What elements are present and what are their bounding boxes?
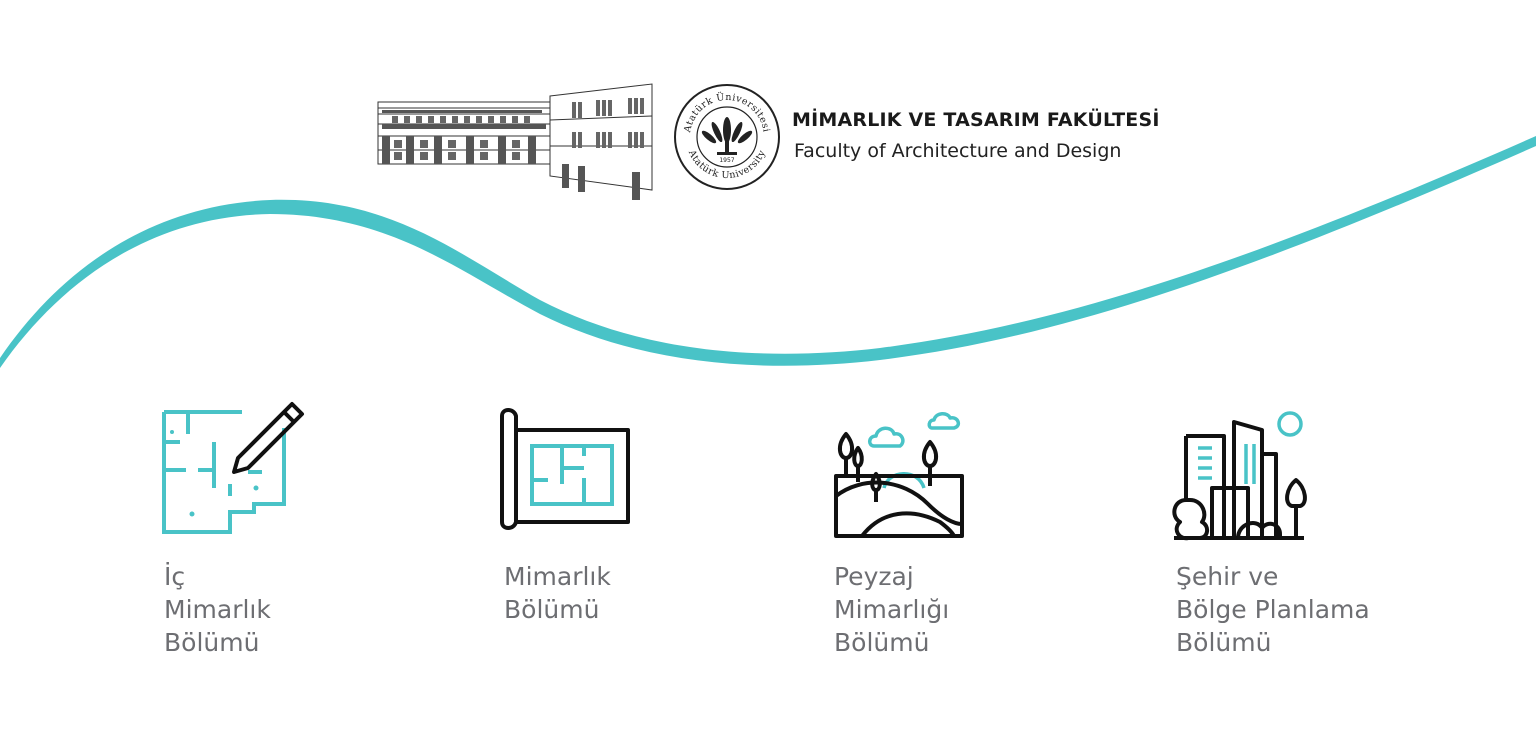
landscape-icon (834, 412, 964, 538)
department-label: Şehir ve Bölge Planlama Bölümü (1176, 562, 1370, 657)
faculty-header: Atatürk Üniversitesi Atatürk University … (376, 80, 1176, 205)
university-seal-icon: Atatürk Üniversitesi Atatürk University … (674, 84, 780, 190)
department-label: Mimarlık Bölümü (504, 562, 611, 624)
floor-plan-pencil-icon (162, 402, 304, 534)
department-label: Peyzaj Mimarlığı Bölümü (834, 562, 950, 657)
faculty-subtitle: Faculty of Architecture and Design (794, 140, 1122, 162)
seal-year: 1957 (719, 157, 734, 164)
faculty-building-drawing (377, 83, 653, 200)
department-label: İç Mimarlık Bölümü (164, 562, 271, 657)
city-buildings-icon (1172, 411, 1307, 541)
faculty-title: MİMARLIK VE TASARIM FAKÜLTESİ (792, 109, 1160, 131)
blueprint-icon (500, 408, 630, 530)
